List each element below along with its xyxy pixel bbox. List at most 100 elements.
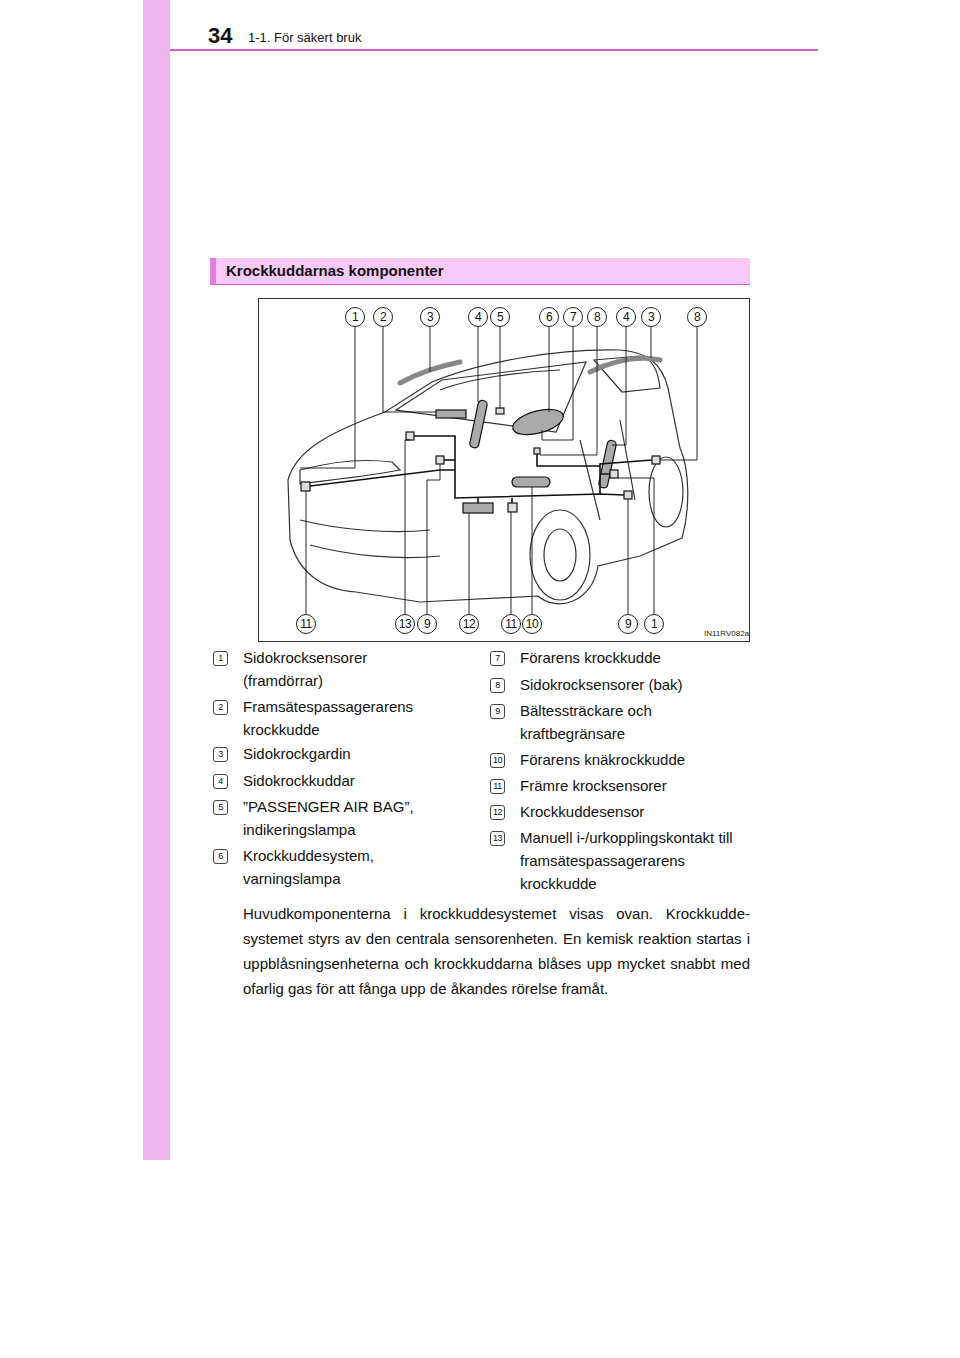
leader-lines [300, 327, 697, 614]
callout-number: 9 [618, 614, 638, 634]
part-name: Krockkuddesystem, varningslampa [243, 844, 443, 890]
leader-line [405, 440, 410, 614]
callout-number: 3 [641, 307, 661, 327]
leader-line [628, 499, 629, 614]
figure-frame [259, 299, 750, 642]
callout-number: 2 [373, 307, 393, 327]
front-wheel [530, 510, 590, 600]
side-airbag [469, 400, 488, 449]
callout-number: 11 [296, 614, 316, 634]
list-number: 11 [490, 779, 505, 794]
list-number: 3 [213, 747, 228, 762]
front-hub [544, 529, 576, 581]
leader-line [478, 327, 479, 402]
wire [310, 470, 624, 498]
leader-line [660, 327, 697, 460]
wiring-harness [310, 436, 652, 503]
leader-line [469, 513, 470, 614]
callout-number: 1 [644, 614, 664, 634]
sensor [508, 503, 517, 512]
leader-line [532, 487, 533, 614]
section-heading-band: Krockkuddarnas komponenter [210, 258, 750, 285]
list-number: 6 [213, 849, 228, 864]
callout-number: 4 [468, 307, 488, 327]
callout-number: 7 [563, 307, 583, 327]
leader-line [306, 491, 307, 614]
curtain-airbag [590, 359, 660, 373]
wire [537, 454, 600, 466]
part-name: ”PASSENGER AIR BAG”, indikeringslampa [243, 795, 443, 841]
leader-line [430, 327, 431, 372]
list-number: 12 [490, 805, 505, 820]
leader-line [542, 327, 573, 440]
leader-line [511, 512, 512, 614]
body-text: Huvudkomponenterna i krockkuddesystemet … [243, 901, 750, 1001]
sensor [652, 456, 660, 464]
list-number: 8 [490, 678, 505, 693]
list-number: 10 [490, 753, 505, 768]
callout-number: 5 [490, 307, 510, 327]
part-name: Bältessträckare och kraftbegränsare [520, 699, 755, 745]
list-number: 9 [490, 704, 505, 719]
list-number: 13 [490, 831, 505, 846]
figure-code: IN11RV082a [704, 629, 749, 639]
grille [300, 520, 440, 558]
list-number: 2 [213, 700, 228, 715]
part-name: Framsätespassagerarens krockkudde [243, 695, 443, 741]
pretensioner [624, 491, 632, 499]
part-name: Främre krocksensorer [520, 774, 755, 797]
leader-line [300, 327, 355, 468]
sensor [610, 470, 618, 478]
callout-number: 4 [616, 307, 636, 327]
sensor [301, 482, 310, 491]
part-name: Sidokrockkuddar [243, 769, 443, 792]
part-name: Förarens knäkrockkudde [520, 748, 755, 771]
running-head: 1-1. För säkert bruk [248, 30, 361, 46]
airbag-sensor-unit [463, 503, 493, 513]
side-tab [143, 0, 170, 1160]
leader-line [540, 327, 597, 455]
leader-line [618, 478, 654, 614]
list-number: 5 [213, 800, 228, 815]
leader-line [549, 327, 550, 412]
part-name: Sidokrockgardin [243, 742, 443, 765]
callout-number: 8 [687, 307, 707, 327]
callout-number: 6 [539, 307, 559, 327]
wire [444, 459, 455, 461]
part-name: Manuell i-/urkopplingskontakt till frams… [520, 826, 755, 895]
callout-number: 3 [420, 307, 440, 327]
driver-airbag [510, 405, 566, 440]
list-number: 1 [213, 651, 228, 666]
section-heading: Krockkuddarnas komponenter [216, 258, 750, 284]
switch [406, 432, 414, 440]
callout-number: 11 [501, 614, 521, 634]
callout-number: 9 [417, 614, 437, 634]
indicator-lamp [496, 408, 504, 414]
callout-number: 1 [345, 307, 365, 327]
leader-line [612, 327, 626, 445]
leader-line [383, 327, 436, 412]
pretensioner [436, 456, 444, 464]
passenger-airbag [436, 410, 466, 418]
wire [478, 498, 512, 503]
list-number: 4 [213, 774, 228, 789]
wire [600, 460, 652, 494]
leader-line [427, 464, 440, 614]
part-name: Förarens krockkudde [520, 646, 755, 669]
door-line [580, 420, 635, 520]
knee-airbag [512, 477, 550, 487]
callout-number: 13 [395, 614, 415, 634]
part-name: Sidokrocksensorer (framdörrar) [243, 646, 443, 692]
callout-number: 8 [587, 307, 607, 327]
leader-line [500, 327, 501, 408]
wire [414, 436, 455, 470]
warning-lamp [534, 448, 540, 454]
callout-number: 10 [522, 614, 542, 634]
list-number: 7 [490, 651, 505, 666]
header-rule [170, 49, 818, 51]
leader-line [651, 327, 652, 358]
part-name: Krockkuddesensor [520, 800, 755, 823]
page-number: 34 [208, 24, 232, 48]
part-name: Sidokrocksensorer (bak) [520, 673, 755, 696]
